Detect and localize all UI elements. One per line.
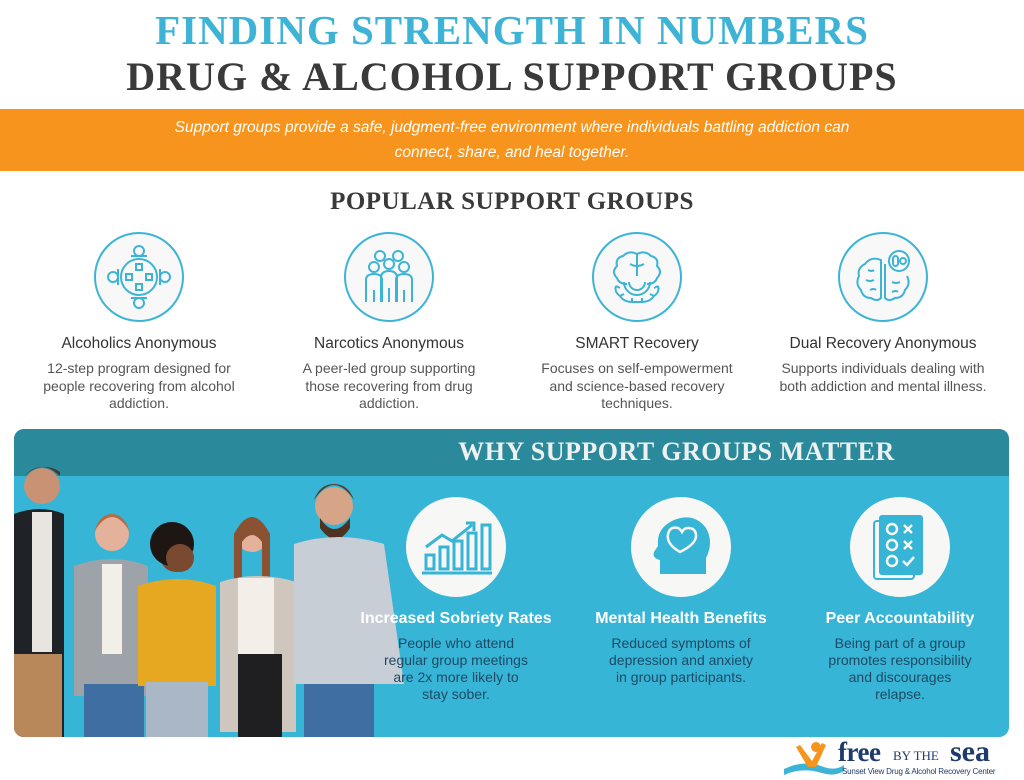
group-title: Narcotics Anonymous	[314, 335, 464, 352]
head-heart-icon	[631, 497, 731, 597]
benefit-description: People who attend regular group meetings…	[384, 635, 528, 702]
group-title: Alcoholics Anonymous	[61, 335, 217, 352]
why-title: WHY SUPPORT GROUPS MATTER	[458, 437, 895, 466]
group-card-dra: Dual Recovery Anonymous Supports individ…	[758, 232, 1008, 395]
group-of-people-icon	[344, 232, 434, 322]
page-title-line2: DRUG & ALCOHOL SUPPORT GROUPS	[126, 54, 898, 99]
benefit-description: Reduced symptoms of depression and anxie…	[609, 635, 753, 685]
group-description: 12-step program designed for people reco…	[43, 360, 235, 411]
intro-banner: Support groups provide a safe, judgment-…	[0, 109, 1024, 171]
logo-sea-text: sea	[950, 735, 990, 768]
brain-gear-icon	[592, 232, 682, 322]
group-description: Focuses on self-empowerment and science-…	[541, 360, 733, 411]
group-description: A peer-led group supporting those recove…	[302, 360, 476, 411]
group-card-smart: SMART Recovery Focuses on self-empowerme…	[512, 232, 762, 413]
banner-line1: Support groups provide a safe, judgment-…	[174, 119, 850, 136]
benefit-title: Increased Sobriety Rates	[360, 610, 552, 627]
popular-groups-title: POPULAR SUPPORT GROUPS	[330, 188, 694, 215]
group-card-aa: Alcoholics Anonymous 12-step program des…	[14, 232, 264, 413]
group-title: SMART Recovery	[575, 335, 699, 352]
free-by-the-sea-logo: free BY THE sea Sunset View Drug & Alcoh…	[780, 735, 1020, 780]
group-description: Supports individuals dealing with both a…	[779, 360, 987, 394]
benefit-card-accountability: Peer Accountability Being part of a grou…	[790, 497, 1009, 703]
group-card-na: Narcotics Anonymous A peer-led group sup…	[264, 232, 514, 413]
logo-tagline: Sunset View Drug & Alcohol Recovery Cent…	[842, 767, 996, 776]
benefit-card-sobriety: Increased Sobriety Rates People who atte…	[346, 497, 566, 703]
rising-bar-chart-icon	[406, 497, 506, 597]
benefit-card-mental-health: Mental Health Benefits Reduced symptoms …	[571, 497, 791, 686]
checklist-people-icon	[850, 497, 950, 597]
benefit-title: Peer Accountability	[825, 610, 975, 627]
brain-pills-icon	[838, 232, 928, 322]
round-table-meeting-icon	[94, 232, 184, 322]
why-support-groups-panel: WHY SUPPORT GROUPS MATTER	[14, 429, 1009, 737]
benefit-description: Being part of a group promotes responsib…	[828, 635, 972, 702]
panel-header	[14, 429, 1009, 476]
group-title: Dual Recovery Anonymous	[789, 335, 977, 352]
logo-by-the-text: BY THE	[893, 748, 939, 763]
banner-line2: connect, share, and heal together.	[394, 144, 630, 161]
group-photo	[14, 466, 404, 737]
benefit-title: Mental Health Benefits	[595, 610, 767, 627]
logo-figure-icon	[784, 742, 844, 775]
page-title-line1: FINDING STRENGTH IN NUMBERS	[155, 7, 869, 53]
logo-free-text: free	[838, 737, 881, 767]
